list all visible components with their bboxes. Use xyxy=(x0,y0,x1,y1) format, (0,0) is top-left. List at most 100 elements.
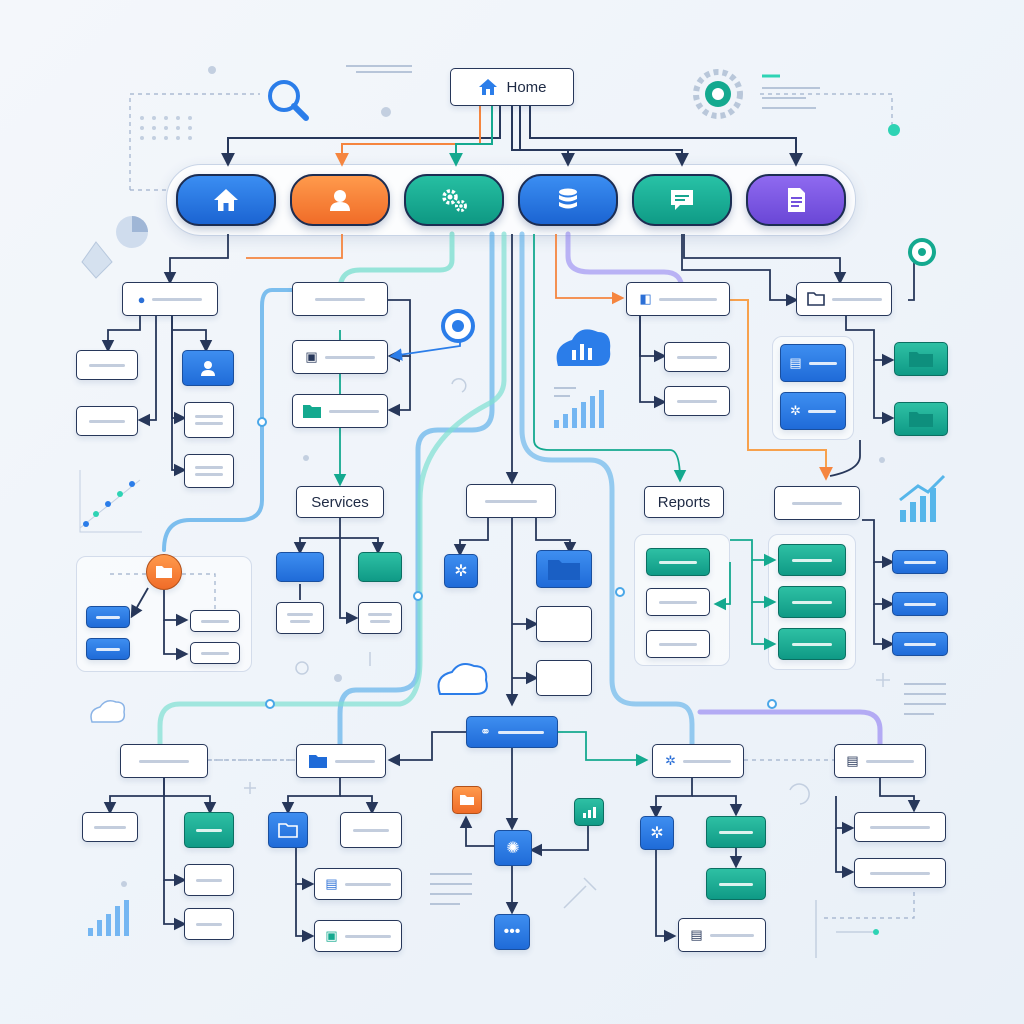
nav-database-button[interactable] xyxy=(518,174,618,226)
cloud-chart-icon xyxy=(556,329,611,366)
central-folder-outline-b[interactable] xyxy=(536,660,592,696)
bottom-2-doc-a[interactable]: ▤ xyxy=(314,868,402,900)
left-panel-chip-b[interactable] xyxy=(86,638,130,660)
nav-bar-track xyxy=(166,164,856,236)
database-node[interactable]: ◧ xyxy=(626,282,730,316)
folder-icon xyxy=(548,560,580,580)
list-node-b[interactable] xyxy=(76,406,138,436)
document-icon xyxy=(788,188,805,212)
analytics-row-a[interactable] xyxy=(778,544,846,576)
orange-folder-chip[interactable] xyxy=(452,786,482,814)
nav-document-button[interactable] xyxy=(746,174,846,226)
analytics-row-c[interactable] xyxy=(778,628,846,660)
analytics-out-c[interactable] xyxy=(892,632,948,656)
bottom-2-doc-b[interactable]: ▣ xyxy=(314,920,402,952)
bottom-4-gear-node[interactable]: ✲ xyxy=(640,816,674,850)
analytics-row-b[interactable] xyxy=(778,586,846,618)
bottom-2-child-a[interactable] xyxy=(340,812,402,848)
folder-teal-b[interactable] xyxy=(894,402,948,436)
services-child-c[interactable] xyxy=(276,602,324,634)
analytics-out-b[interactable] xyxy=(892,592,948,616)
left-panel-chip-a[interactable] xyxy=(86,606,130,628)
left-panel-chip-d[interactable] xyxy=(190,642,240,664)
bottom-node-5[interactable]: ▤ xyxy=(834,744,926,778)
folder-teal-a[interactable] xyxy=(894,342,948,376)
bottom-1-child-d[interactable] xyxy=(184,908,234,940)
nav-chat-button[interactable] xyxy=(632,174,732,226)
gear-icon: ✲ xyxy=(790,403,801,418)
bottom-node-4[interactable]: ✲ xyxy=(652,744,744,778)
bottom-5-child-b[interactable] xyxy=(854,858,946,888)
bottom-node-2[interactable] xyxy=(296,744,386,778)
central-node[interactable] xyxy=(466,484,556,518)
folder-icon xyxy=(909,352,933,367)
image-node[interactable]: ▣ xyxy=(292,340,388,374)
chart-chip[interactable] xyxy=(574,798,604,826)
central-folder-node[interactable] xyxy=(536,550,592,588)
reports-node[interactable]: Reports xyxy=(644,486,724,518)
magnifier-icon xyxy=(268,80,309,121)
scatter-chart-icon xyxy=(79,470,142,533)
text-node-a[interactable] xyxy=(184,402,234,438)
settings-node[interactable] xyxy=(292,282,388,316)
db-child-a[interactable] xyxy=(664,342,730,372)
router-node[interactable]: ⚭ xyxy=(466,716,558,748)
nav-settings-button[interactable] xyxy=(404,174,504,226)
more-node[interactable]: ••• xyxy=(494,914,530,950)
folder-outline-icon xyxy=(806,292,825,306)
folder-outline-icon xyxy=(278,823,298,838)
bottom-4-child-a[interactable] xyxy=(706,816,766,848)
reports-label: Reports xyxy=(657,493,711,511)
services-child-a[interactable] xyxy=(276,552,324,582)
central-gear-node[interactable]: ✲ xyxy=(444,554,478,588)
bottom-4-child-b[interactable] xyxy=(706,868,766,900)
folder-icon xyxy=(308,755,327,768)
text-node-b[interactable] xyxy=(184,454,234,488)
reports-row-c[interactable] xyxy=(646,630,710,658)
analytics-node[interactable] xyxy=(774,486,860,520)
services-child-b[interactable] xyxy=(358,552,402,582)
gear-icon: ✲ xyxy=(665,753,676,768)
user-icon xyxy=(330,190,350,211)
node-dot-icon xyxy=(888,124,936,266)
nav-home-button[interactable] xyxy=(176,174,276,226)
user-node[interactable]: ● xyxy=(122,282,218,316)
analytics-out-a[interactable] xyxy=(892,550,948,574)
services-node[interactable]: Services xyxy=(296,486,384,518)
user-icon: ● xyxy=(137,291,146,307)
home-node[interactable]: Home xyxy=(450,68,574,106)
bottom-4-doc[interactable]: ▤ xyxy=(678,918,766,952)
reports-row-a[interactable] xyxy=(646,548,710,576)
user-avatar-node[interactable] xyxy=(182,350,234,386)
doc-node-a[interactable]: ▤ xyxy=(780,344,846,382)
link-icon: ⚭ xyxy=(480,724,491,739)
box-icon: ◧ xyxy=(639,291,652,306)
folder-icon xyxy=(460,795,474,805)
db-child-b[interactable] xyxy=(664,386,730,416)
folder-node[interactable] xyxy=(292,394,388,428)
left-panel-chip-c[interactable] xyxy=(190,610,240,632)
bottom-1-child-c[interactable] xyxy=(184,864,234,896)
user-icon xyxy=(201,361,215,376)
reports-row-b[interactable] xyxy=(646,588,710,616)
doc-node-b[interactable]: ✲ xyxy=(780,392,846,430)
folder-icon xyxy=(156,566,172,578)
document-icon: ▤ xyxy=(846,753,859,768)
nav-user-button[interactable] xyxy=(290,174,390,226)
orange-folder-node[interactable] xyxy=(146,554,182,590)
services-child-d[interactable] xyxy=(358,602,402,634)
bottom-1-child-a[interactable] xyxy=(82,812,138,842)
list-node-a[interactable] xyxy=(76,350,138,380)
bottom-node-1[interactable] xyxy=(120,744,208,778)
database-icon xyxy=(559,188,577,209)
folder-icon xyxy=(909,412,933,427)
bottom-2-folder-node[interactable] xyxy=(268,812,308,848)
spinner-icon: ✺ xyxy=(506,840,520,857)
files-node[interactable] xyxy=(796,282,892,316)
bottom-5-child-a[interactable] xyxy=(854,812,946,842)
process-node[interactable]: ✺ xyxy=(494,830,532,866)
central-folder-outline-a[interactable] xyxy=(536,606,592,642)
bottom-1-child-b[interactable] xyxy=(184,812,234,848)
